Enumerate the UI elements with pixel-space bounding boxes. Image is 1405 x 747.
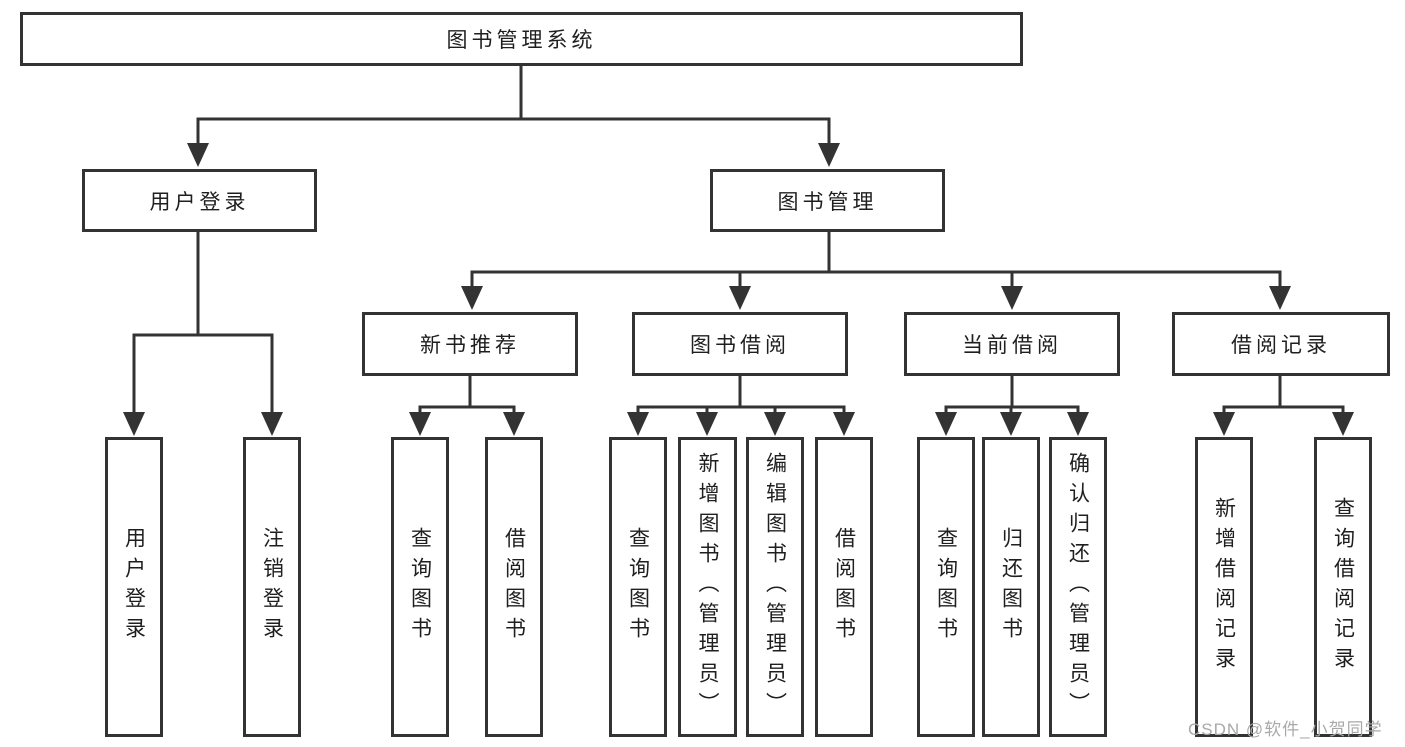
- leaf-br-query-record-label: 查询借阅记录: [1331, 497, 1355, 677]
- node-new-book-recommend: 新书推荐: [362, 312, 578, 376]
- leaf-cb-confirm-return-admin-label: 确认归还（管理员）: [1066, 452, 1090, 722]
- leaf-nbr-query-books-label: 查询图书: [408, 527, 432, 647]
- node-book-borrowing: 图书借阅: [632, 312, 848, 376]
- leaf-bb-add-books-admin-label: 新增图书（管理员）: [696, 452, 719, 722]
- leaf-cb-query-books: 查询图书: [917, 437, 975, 737]
- watermark: CSDN @软件_小贺同学: [1188, 720, 1383, 739]
- leaf-bb-borrow-books: 借阅图书: [815, 437, 873, 737]
- leaf-bb-edit-books-admin-label: 编辑图书（管理员）: [763, 452, 787, 722]
- leaf-bb-query-books-label: 查询图书: [626, 527, 650, 647]
- leaf-bb-borrow-books-label: 借阅图书: [832, 527, 856, 647]
- node-user-login: 用户登录: [82, 169, 317, 232]
- leaf-nbr-query-books: 查询图书: [391, 437, 449, 737]
- leaf-bb-edit-books-admin: 编辑图书（管理员）: [746, 437, 804, 737]
- leaf-user-login-label: 用户登录: [122, 527, 146, 647]
- leaf-cb-query-books-label: 查询图书: [934, 527, 958, 647]
- leaf-cb-return-books-label: 归还图书: [999, 527, 1023, 647]
- leaf-br-add-record-label: 新增借阅记录: [1212, 497, 1236, 677]
- leaf-logout: 注销登录: [243, 437, 301, 737]
- leaf-br-query-record: 查询借阅记录: [1314, 437, 1372, 737]
- leaf-user-login: 用户登录: [105, 437, 163, 737]
- node-root: 图书管理系统: [20, 12, 1023, 66]
- leaf-nbr-borrow-books: 借阅图书: [485, 437, 543, 737]
- leaf-logout-label: 注销登录: [260, 527, 284, 647]
- leaf-nbr-borrow-books-label: 借阅图书: [502, 527, 526, 647]
- node-current-borrowing: 当前借阅: [904, 312, 1120, 376]
- leaf-bb-query-books: 查询图书: [609, 437, 667, 737]
- leaf-cb-return-books: 归还图书: [982, 437, 1040, 737]
- node-borrow-records: 借阅记录: [1172, 312, 1390, 376]
- leaf-cb-confirm-return-admin: 确认归还（管理员）: [1049, 437, 1107, 737]
- leaf-bb-add-books-admin: 新增图书（管理员）: [678, 437, 737, 737]
- node-book-management: 图书管理: [710, 169, 945, 232]
- leaf-br-add-record: 新增借阅记录: [1195, 437, 1253, 737]
